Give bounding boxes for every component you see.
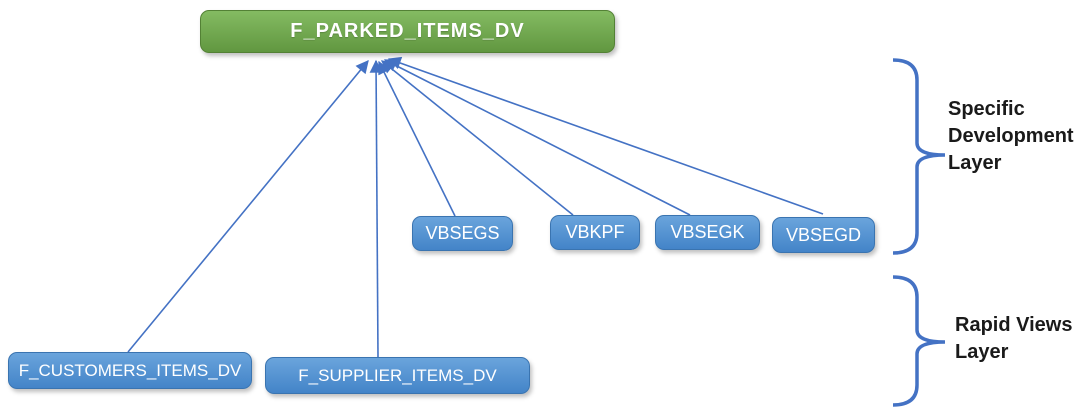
brace-specific-development-layer [892,58,946,255]
connector-vbsegs-to-parked [378,60,456,217]
node-vbkpf: VBKPF [550,215,640,250]
connector-vbsegk-to-parked [383,59,691,216]
connector-vbsegd-to-parked [387,56,824,215]
connector-vbkpf-to-parked [380,60,574,216]
connector-supplier-to-parked [369,59,383,358]
label-specific-development-layer: Specific Development Layer [948,98,1074,174]
node-vbsegk: VBSEGK [655,215,760,250]
node-vbsegd: VBSEGD [772,217,875,253]
node-f-supplier-items-dv: F_SUPPLIER_ITEMS_DV [265,357,530,394]
connector-customers-to-parked [127,59,369,353]
node-f-parked-items-dv: F_PARKED_ITEMS_DV [200,10,615,53]
label-rapid-views-layer: Rapid Views Layer [955,314,1073,363]
node-vbsegs: VBSEGS [412,216,513,251]
brace-rapid-views-layer [892,275,946,407]
node-f-customers-items-dv: F_CUSTOMERS_ITEMS_DV [8,352,252,389]
